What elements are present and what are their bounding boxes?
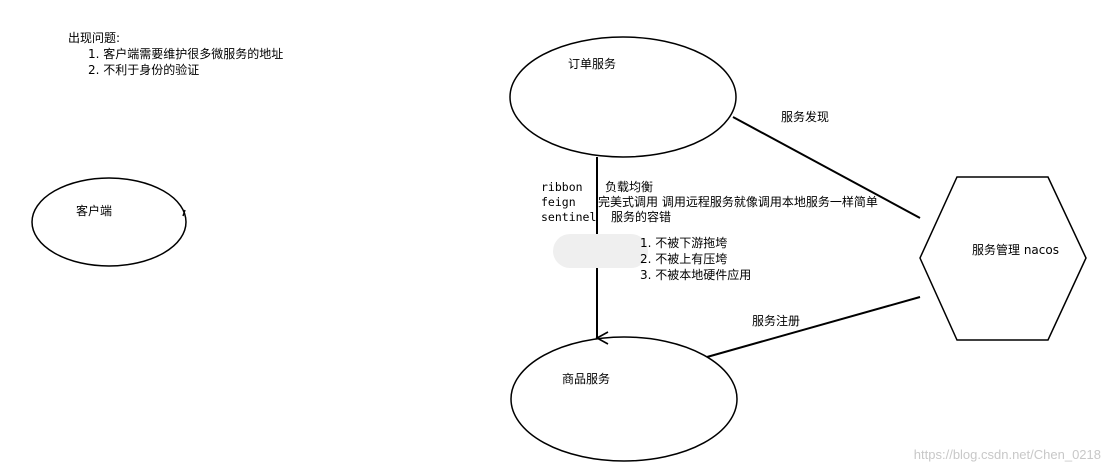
component-name-sentinel: sentinel xyxy=(541,210,596,224)
discovery-edge xyxy=(732,116,921,219)
product-service-node xyxy=(510,336,738,462)
component-name-ribbon: ribbon xyxy=(541,180,583,194)
watermark: https://blog.csdn.net/Chen_0218 xyxy=(914,447,1101,462)
registration-edge xyxy=(706,296,921,358)
order-service-label: 订单服务 xyxy=(568,56,616,71)
client-label: 客户端 xyxy=(76,203,112,218)
nacos-node xyxy=(919,176,1087,341)
component-desc-sentinel: 服务的容错 xyxy=(611,209,671,224)
component-name-feign: feign xyxy=(541,195,576,209)
component-desc-feign: 完美式调用 调用远程服务就像调用本地服务一样简单 xyxy=(598,194,878,209)
registration-label: 服务注册 xyxy=(752,313,800,328)
stray-stroke xyxy=(182,209,186,217)
discovery-label: 服务发现 xyxy=(781,109,829,124)
sentinel-point-1: 1. 不被下游拖垮 xyxy=(640,236,727,250)
client-node xyxy=(31,177,187,267)
nacos-label: 服务管理 nacos xyxy=(972,242,1059,257)
highlight-blob xyxy=(553,234,648,268)
order-service-node xyxy=(509,36,737,158)
problems-title: 出现问题: xyxy=(68,31,120,45)
component-desc-ribbon: 负载均衡 xyxy=(605,180,653,194)
problem-item-2: 2. 不利于身份的验证 xyxy=(88,62,199,77)
sentinel-point-2: 2. 不被上有压垮 xyxy=(640,252,727,266)
problem-item-1: 1. 客户端需要维护很多微服务的地址 xyxy=(88,46,283,61)
sentinel-point-3: 3. 不被本地硬件应用 xyxy=(640,267,751,282)
product-service-label: 商品服务 xyxy=(562,371,610,386)
